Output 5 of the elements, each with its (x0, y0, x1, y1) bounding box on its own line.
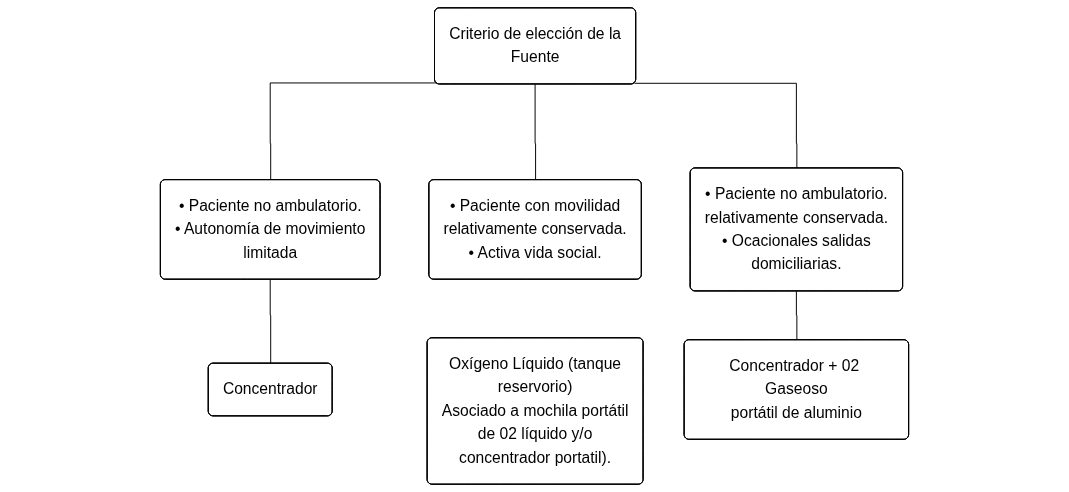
connector (269, 279, 272, 365)
connector (534, 83, 537, 181)
connector (795, 290, 798, 341)
connector (269, 82, 437, 181)
connector (633, 82, 798, 169)
